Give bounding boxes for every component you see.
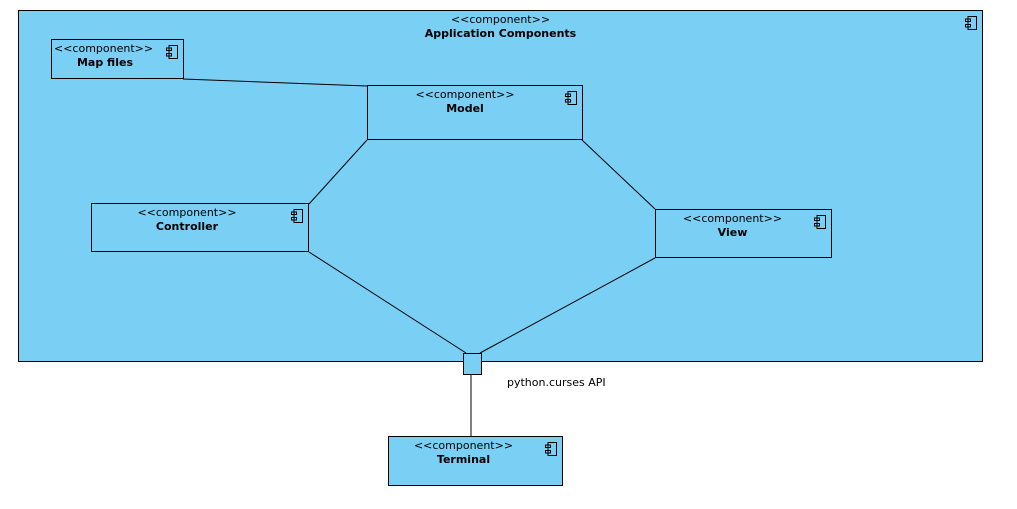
component-icon <box>166 45 178 59</box>
stereotype-label: <<component>> <box>682 212 783 225</box>
stereotype-label: <<component>> <box>54 42 154 55</box>
component-name: Controller <box>155 220 219 233</box>
component-name: Map files <box>76 56 133 69</box>
stereotype-label: <<component>> <box>413 439 514 452</box>
component-model[interactable]: <<component>> Model <box>367 85 583 140</box>
component-name: Application Components <box>424 27 577 40</box>
stereotype-label: <<component>> <box>415 88 515 101</box>
connector-model-view <box>581 139 656 210</box>
stereotype-label: <<component>> <box>450 13 551 26</box>
connector-controller-port <box>308 251 467 354</box>
stereotype-label: <<component>> <box>137 206 237 219</box>
component-icon <box>814 215 826 229</box>
component-icon <box>565 91 577 105</box>
component-name: Model <box>446 102 484 115</box>
component-icon <box>291 209 303 223</box>
connector-view-port <box>479 257 656 354</box>
api-port[interactable] <box>463 353 482 375</box>
component-name: Terminal <box>436 453 491 466</box>
connector-mapfiles-model <box>182 78 368 87</box>
component-view[interactable]: <<component>> View <box>655 209 832 258</box>
component-icon <box>545 442 557 456</box>
port-label: python.curses API <box>507 376 606 389</box>
connector-model-controller <box>308 139 368 205</box>
component-controller[interactable]: <<component>> Controller <box>91 203 309 252</box>
component-terminal[interactable]: <<component>> Terminal <box>388 436 563 486</box>
component-map-files[interactable]: <<component>> Map files <box>51 39 184 79</box>
component-icon <box>965 16 977 30</box>
component-name: View <box>717 226 748 239</box>
